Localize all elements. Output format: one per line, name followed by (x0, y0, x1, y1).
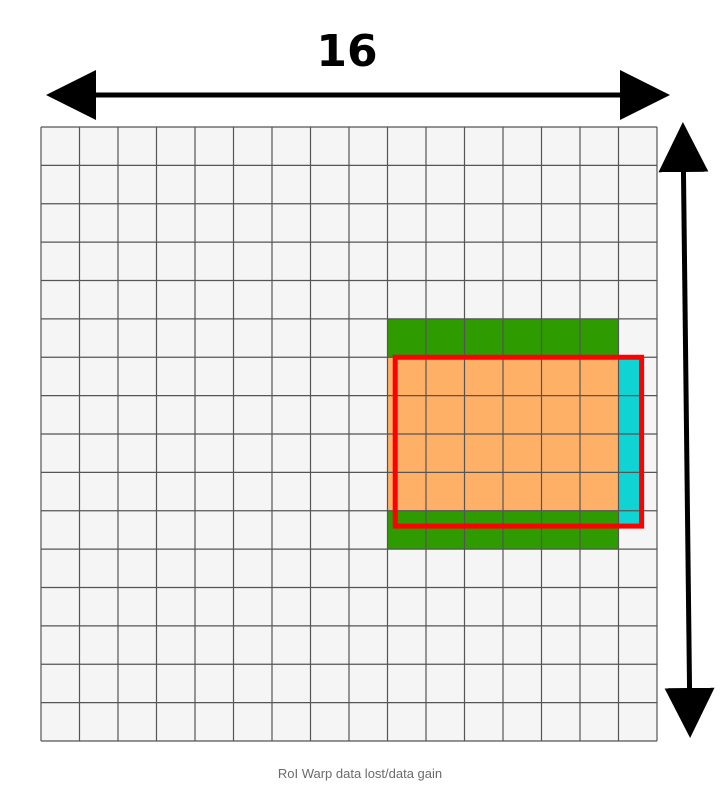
roi-box (392, 354, 645, 529)
roi-layer (392, 354, 645, 529)
cyan-region (618, 357, 642, 527)
vertical-dimension-arrow (658, 122, 715, 738)
grid-lines (40, 126, 658, 742)
figure-caption: RoI Warp data lost/data gain (277, 766, 443, 781)
width-label: 16 (316, 26, 377, 77)
